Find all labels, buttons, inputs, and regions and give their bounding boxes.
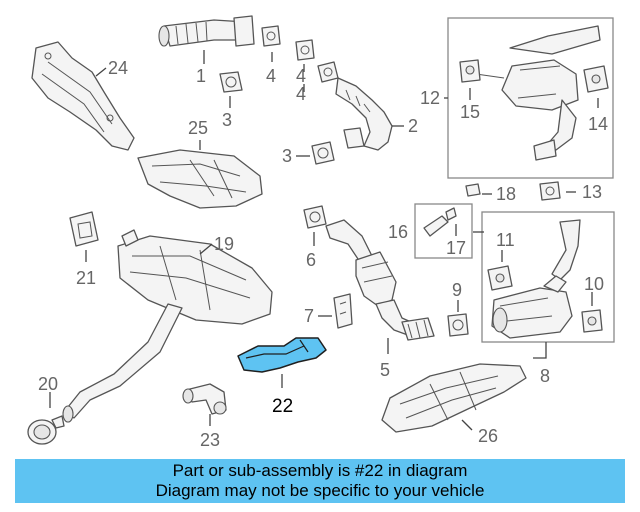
rear-muffler-12 <box>475 25 601 161</box>
rear-muffler-assembly-box <box>481 211 615 343</box>
exhaust-parts-diagram: 24 25 1 4 4 4 3 <box>27 15 615 450</box>
gasket-4c <box>303 61 339 92</box>
callout-6: 6 <box>306 250 316 270</box>
center-muffler-19 <box>117 229 273 325</box>
callout-11: 11 <box>496 230 515 250</box>
callout-2: 2 <box>408 116 418 136</box>
callout-13: 13 <box>582 182 602 202</box>
rear-pipe-8 <box>491 219 581 339</box>
callout-19: 19 <box>214 234 234 254</box>
hanger-11 <box>487 250 513 291</box>
tail-pipe <box>62 303 183 423</box>
callout-4c: 4 <box>296 84 306 104</box>
heat-shield-26 <box>381 363 527 433</box>
heat-insulator-22-highlighted[interactable] <box>237 337 327 388</box>
callout-1: 1 <box>196 66 206 86</box>
hanger-10 <box>581 292 603 333</box>
callout-20: 20 <box>38 374 58 394</box>
callout-24: 24 <box>108 58 128 78</box>
callout-3a: 3 <box>222 110 232 130</box>
gasket-13 <box>539 181 576 201</box>
callout-16: 16 <box>388 222 408 242</box>
gasket-6 <box>303 205 327 246</box>
hanger-21 <box>69 211 99 262</box>
gasket-9 <box>447 300 469 337</box>
callout-5: 5 <box>380 360 390 380</box>
heat-shield-bracket-24 <box>31 41 135 151</box>
info-banner: Part or sub-assembly is #22 in diagram D… <box>15 459 625 503</box>
rubber-hanger-23 <box>182 383 227 426</box>
bracket-7 <box>318 293 353 329</box>
callout-10: 10 <box>584 274 604 294</box>
callout-14: 14 <box>588 114 608 134</box>
callout-23: 23 <box>200 430 220 450</box>
heat-shield-25 <box>137 140 263 209</box>
gasket-3a <box>219 71 243 108</box>
callout-21: 21 <box>76 268 96 288</box>
callout-17: 17 <box>446 238 466 258</box>
exhaust-pipe-1 <box>158 15 255 64</box>
callout-9: 9 <box>452 280 462 300</box>
callout-18: 18 <box>496 184 516 204</box>
hanger-14 <box>583 65 609 108</box>
catalytic-converter-5 <box>325 219 435 354</box>
callout-25: 25 <box>188 118 208 138</box>
callout-22: 22 <box>272 396 293 417</box>
callout-4b: 4 <box>296 66 306 86</box>
callout-3b: 3 <box>282 146 292 166</box>
clamp-20 <box>27 392 65 445</box>
callout-8: 8 <box>540 366 550 386</box>
gasket-3b <box>296 141 335 165</box>
sensor-17 <box>423 207 457 237</box>
callout-26: 26 <box>478 426 498 446</box>
gasket-4b <box>295 39 315 72</box>
gasket-18 <box>465 183 492 197</box>
callout-7: 7 <box>304 306 314 326</box>
sensor-assembly-box <box>414 203 473 259</box>
callout-15: 15 <box>460 102 480 122</box>
callout-4a: 4 <box>266 66 276 86</box>
banner-line-2: Diagram may not be specific to your vehi… <box>155 481 485 500</box>
gasket-4a <box>261 25 281 62</box>
hanger-15 <box>459 59 481 100</box>
banner-line-1: Part or sub-assembly is #22 in diagram <box>172 461 468 480</box>
callout-12: 12 <box>420 88 440 108</box>
front-pipe-2 <box>335 77 404 151</box>
